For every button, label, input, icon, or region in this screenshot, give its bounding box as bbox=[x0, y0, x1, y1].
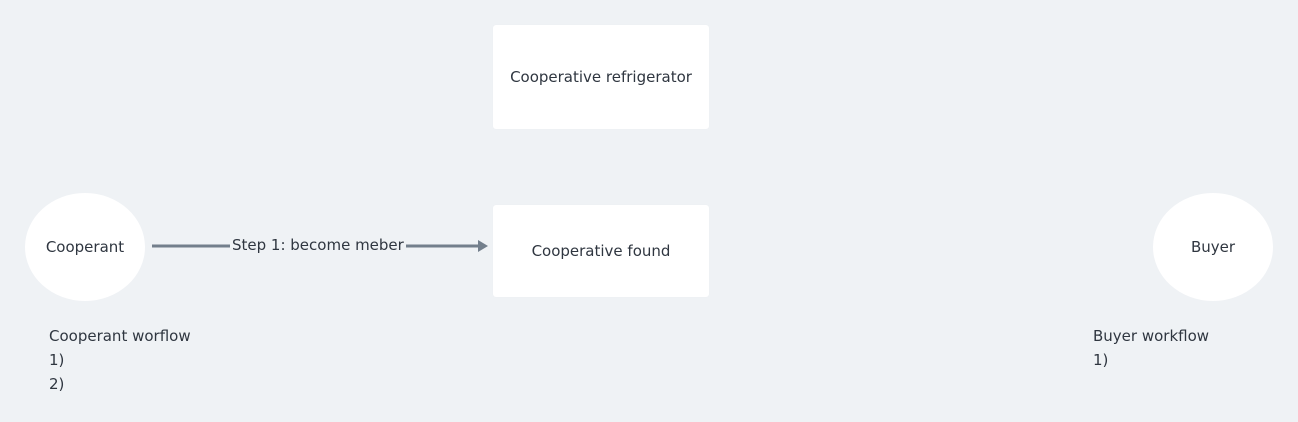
note-line: 1) bbox=[1093, 351, 1109, 369]
note-cooperant-workflow[interactable]: Cooperant worflow 1) 2) bbox=[49, 324, 191, 396]
node-cooperative-refrigerator[interactable]: Cooperative refrigerator bbox=[493, 25, 709, 129]
node-cooperant[interactable]: Cooperant bbox=[25, 193, 145, 301]
edge-step1-label[interactable]: Step 1: become meber bbox=[230, 236, 406, 254]
note-line: 2) bbox=[49, 375, 65, 393]
node-buyer[interactable]: Buyer bbox=[1153, 193, 1273, 301]
note-line: 1) bbox=[49, 351, 65, 369]
note-buyer-workflow[interactable]: Buyer workflow 1) bbox=[1093, 324, 1209, 372]
edge-step1-arrowhead bbox=[478, 240, 488, 252]
node-label: Cooperative found bbox=[531, 242, 671, 260]
note-title: Cooperant worflow bbox=[49, 327, 191, 345]
node-label: Buyer bbox=[1190, 238, 1236, 256]
node-label: Cooperant bbox=[45, 238, 125, 256]
node-cooperative-fund[interactable]: Cooperative found bbox=[493, 205, 709, 297]
node-label: Cooperative refrigerator bbox=[510, 68, 692, 86]
note-title: Buyer workflow bbox=[1093, 327, 1210, 345]
